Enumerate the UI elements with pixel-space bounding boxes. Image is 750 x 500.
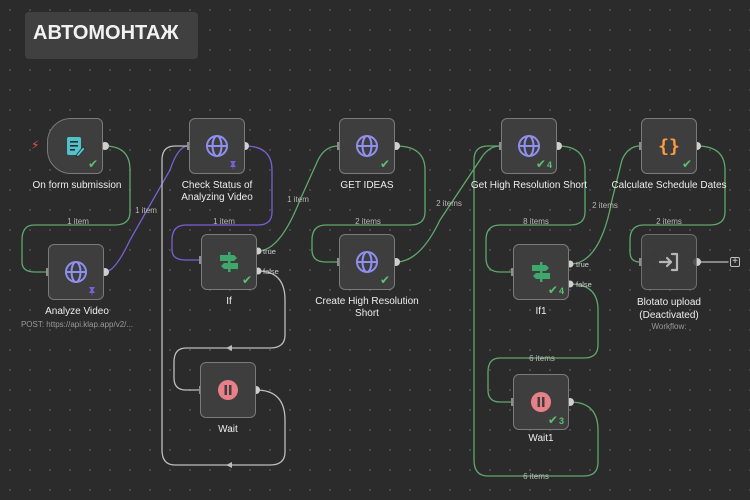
form-icon [67,137,86,158]
edge-label-if-ideas: 1 item [287,195,309,204]
node-calculate-schedule-dates[interactable]: {} ✔ [641,118,697,174]
node-check-status[interactable] [189,118,245,174]
if-icon [532,262,550,282]
edge-label-calc-blotato: 2 items [656,217,682,226]
node-get-high-resolution-short[interactable]: ✔4 [501,118,557,174]
edge-ideas-create [311,145,426,263]
node-title: On form submission [32,180,122,191]
node-subtitle: POST: https://api.klap.app/v2/... [20,320,134,329]
node-blotato-upload[interactable] [641,234,697,290]
node-subtitle: Workflow: [651,322,687,331]
node-title: Get High Resolution Short [470,180,588,191]
node-title: Create High Resolution Short [315,296,419,319]
edge-label-create-gethigh: 2 items [436,199,462,208]
branch-label-false: false [263,267,279,276]
node-if[interactable]: ✔ [201,234,257,290]
success-check-icon: ✔ [241,273,252,287]
branch-label-true: true [263,247,276,256]
success-check-icon: ✔4 [547,283,564,297]
node-title: Blotato upload (Deactivated) [637,297,701,321]
trigger-bolt-icon: ⚡ [31,138,40,152]
edge-if-ideas [257,145,339,252]
pause-icon [218,380,238,400]
node-analyze-video[interactable] [48,244,104,300]
edge-form-analyze [21,145,131,273]
edge-label-ideas-create: 2 items [355,217,381,226]
success-check-icon: ✔ [681,157,692,171]
globe-icon [356,251,378,273]
success-check-icon: ✔3 [547,413,564,427]
node-title: GET IDEAS [340,180,394,191]
edge-label-wait1-gethigh: 6 items [523,472,549,481]
node-title: Calculate Schedule Dates [611,180,727,191]
run-count: 3 [558,416,564,426]
globe-icon [65,261,87,283]
success-check-icon: ✔ [379,157,390,171]
sticky-note-title[interactable]: АВТОМОНТАЖ [25,12,198,59]
node-create-high-resolution-short[interactable]: ✔ [339,234,395,290]
node-title: Wait [218,424,238,435]
pin-icon [89,287,95,296]
if-icon [220,252,238,272]
pin-icon [230,161,236,170]
success-check-icon: ✔ [87,157,98,171]
edge-calc-blotato [629,145,726,263]
edge-if1-calc [569,145,641,265]
node-if1[interactable]: ✔4 [513,244,569,300]
node-wait[interactable] [200,362,256,418]
node-title: If [226,296,232,307]
edge-if-wait [173,270,286,391]
node-title: If1 [535,306,547,317]
svg-text:{}: {} [658,136,680,157]
node-title: Check Status of Analyzing Video [181,180,253,203]
edge-wait1-gethigh [473,145,599,477]
globe-icon [206,135,228,157]
edge-create-gethigh [395,145,501,263]
run-count: 4 [558,286,564,296]
edge-label-analyze-check: 1 item [135,206,157,215]
node-wait1[interactable]: ✔3 [513,374,569,430]
edge-label-gethigh-if1: 8 items [523,217,549,226]
edge-label-if1-calc: 2 items [592,201,618,210]
node-on-form-submission[interactable]: ✔ [47,118,103,174]
success-check-icon: ✔4 [535,157,552,171]
edge-if1-wait1 [487,283,599,403]
run-count: 4 [546,160,552,170]
node-get-ideas[interactable]: ✔ [339,118,395,174]
success-check-icon: ✔ [379,273,390,287]
globe-icon [518,135,540,157]
node-title: Wait1 [528,433,554,444]
edge-label-check-if: 1 item [213,217,235,226]
edge-gethigh-if1 [485,145,586,273]
edge-label-if1-wait1: 6 items [529,354,555,363]
branch-label-false: false [576,280,592,289]
workflow-title: АВТОМОНТАЖ [33,22,179,44]
globe-icon [356,135,378,157]
pause-icon [531,392,551,412]
upload-icon [658,252,679,272]
edge-wait-check [161,145,286,466]
node-title: Analyze Video [45,306,109,317]
branch-label-true: true [576,260,589,269]
add-node-button[interactable]: + [730,257,740,267]
edge-label-form-analyze: 1 item [67,217,89,226]
edge-check-if [171,145,273,261]
edge-analyze-check [104,145,189,273]
braces-icon: {} [658,136,680,157]
